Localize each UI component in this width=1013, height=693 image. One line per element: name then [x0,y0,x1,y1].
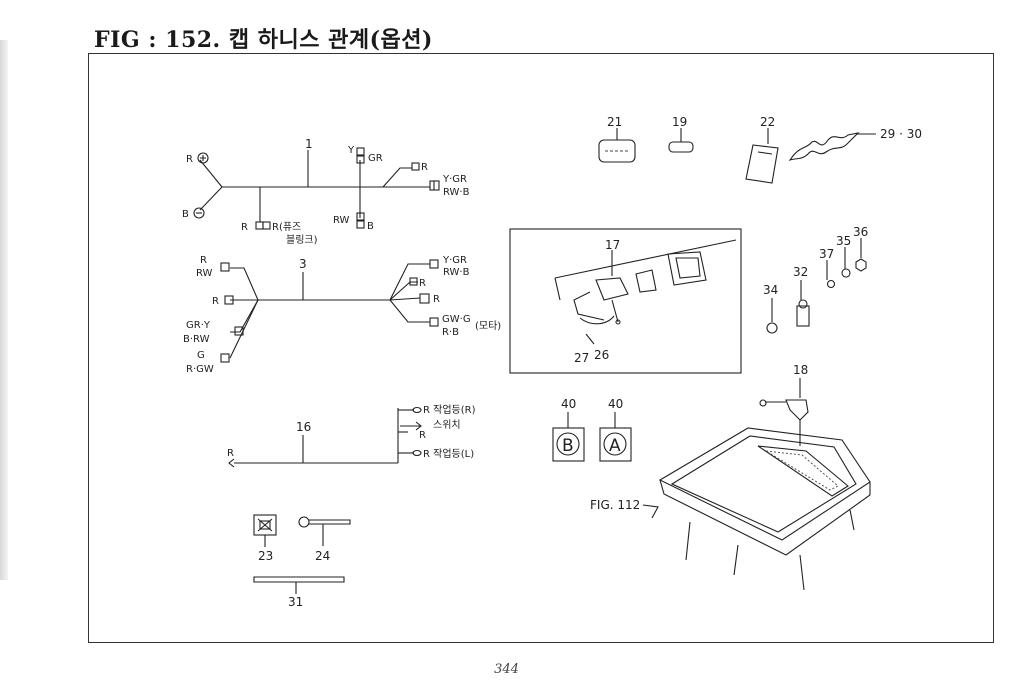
harness-16-callout: 16 [296,420,311,434]
part-40-callout-a: 40 [608,397,623,411]
part-40-callout-b: 40 [561,397,576,411]
wire-label: B·RW [183,334,210,345]
wire-label: RW·B [443,187,470,198]
wire-label: R [421,162,428,173]
wire-label: Y·GR [442,174,467,185]
wire-label: R·GW [186,364,214,375]
wire-label: RW·B [443,267,470,278]
wire-label: R(퓨즈 [272,222,301,233]
wire-label: 스위치 [433,418,461,431]
diagram-frame [88,53,994,643]
part-18-callout: 18 [793,363,808,377]
harness-1-callout: 1 [305,137,313,151]
page-number: 344 [494,662,519,677]
wire-label: R [200,255,207,266]
part-24-callout: 24 [315,549,330,563]
wire-label: R [241,222,248,233]
option-badges: B 40 A 40 [552,397,632,462]
part-37-callout: 37 [819,247,834,261]
wire-label: R [419,278,426,289]
fig-112-reference: FIG. 112 [590,498,640,512]
harness-3-callout: 3 [299,257,307,271]
wire-label: R 작업등(L) [423,447,474,460]
harness-1: 1 R B Y GR R Y·GR RW·B RW B R R(퓨즈 블링크) [182,137,470,246]
wire-label: B [182,209,189,220]
part-22-callout: 22 [760,115,775,129]
wire-label: Y·GR [442,255,467,266]
wire-label: R [227,448,234,459]
part-36-callout: 36 [853,225,868,239]
wire-label: GR·Y [186,320,211,331]
wire-label: 블링크) [286,234,318,246]
part-21-callout: 21 [607,115,622,129]
part-32-callout: 32 [793,265,808,279]
wire-label: R·B [442,327,459,338]
part-26-callout: 26 [594,348,609,362]
part-31-callout: 31 [288,595,303,609]
cab-roof: 18 FIG. 112 [590,363,871,591]
harness-16: 16 R R 작업등(R) 스위치 R R 작업등(L) [227,403,476,468]
work-light-inset: 17 27 26 [509,228,742,374]
badge-b: B [562,436,574,456]
wire-label: B [367,221,374,232]
page-edge-shadow [0,40,8,580]
part-23-callout: 23 [258,549,273,563]
parts-row-bottom: 23 24 31 [253,514,351,609]
wire-label: R [433,294,440,305]
part-34-callout: 34 [763,283,778,297]
wire-label: RW [196,268,213,279]
figure-title: FIG : 152. 캡 하니스 관계(옵션) [94,27,433,53]
wire-label: Y [347,145,355,156]
wire-label: R [212,296,219,307]
wire-label: R [186,154,193,165]
wire-label: RW [333,215,350,226]
part-19-callout: 19 [672,115,687,129]
part-27-callout: 27 [574,351,589,365]
wire-label: R [419,430,426,441]
wire-label: (모타) [475,320,501,332]
wire-label: GW·G [442,314,471,325]
wire-label: GR [368,153,383,164]
harness-3: 3 R RW R GR·Y B·RW G R·GW Y·GR RW·B R R … [183,255,501,375]
wire-label: G [197,350,205,361]
wire-label: R 작업등(R) [423,403,476,416]
part-17-callout: 17 [605,238,620,252]
part-29-30-callout: 29 · 30 [880,127,922,141]
part-35-callout: 35 [836,234,851,248]
fastener-parts: 34 32 37 35 36 [763,225,868,334]
badge-a: A [609,436,621,456]
parts-row-top: 21 19 22 29 · 30 [598,115,922,184]
